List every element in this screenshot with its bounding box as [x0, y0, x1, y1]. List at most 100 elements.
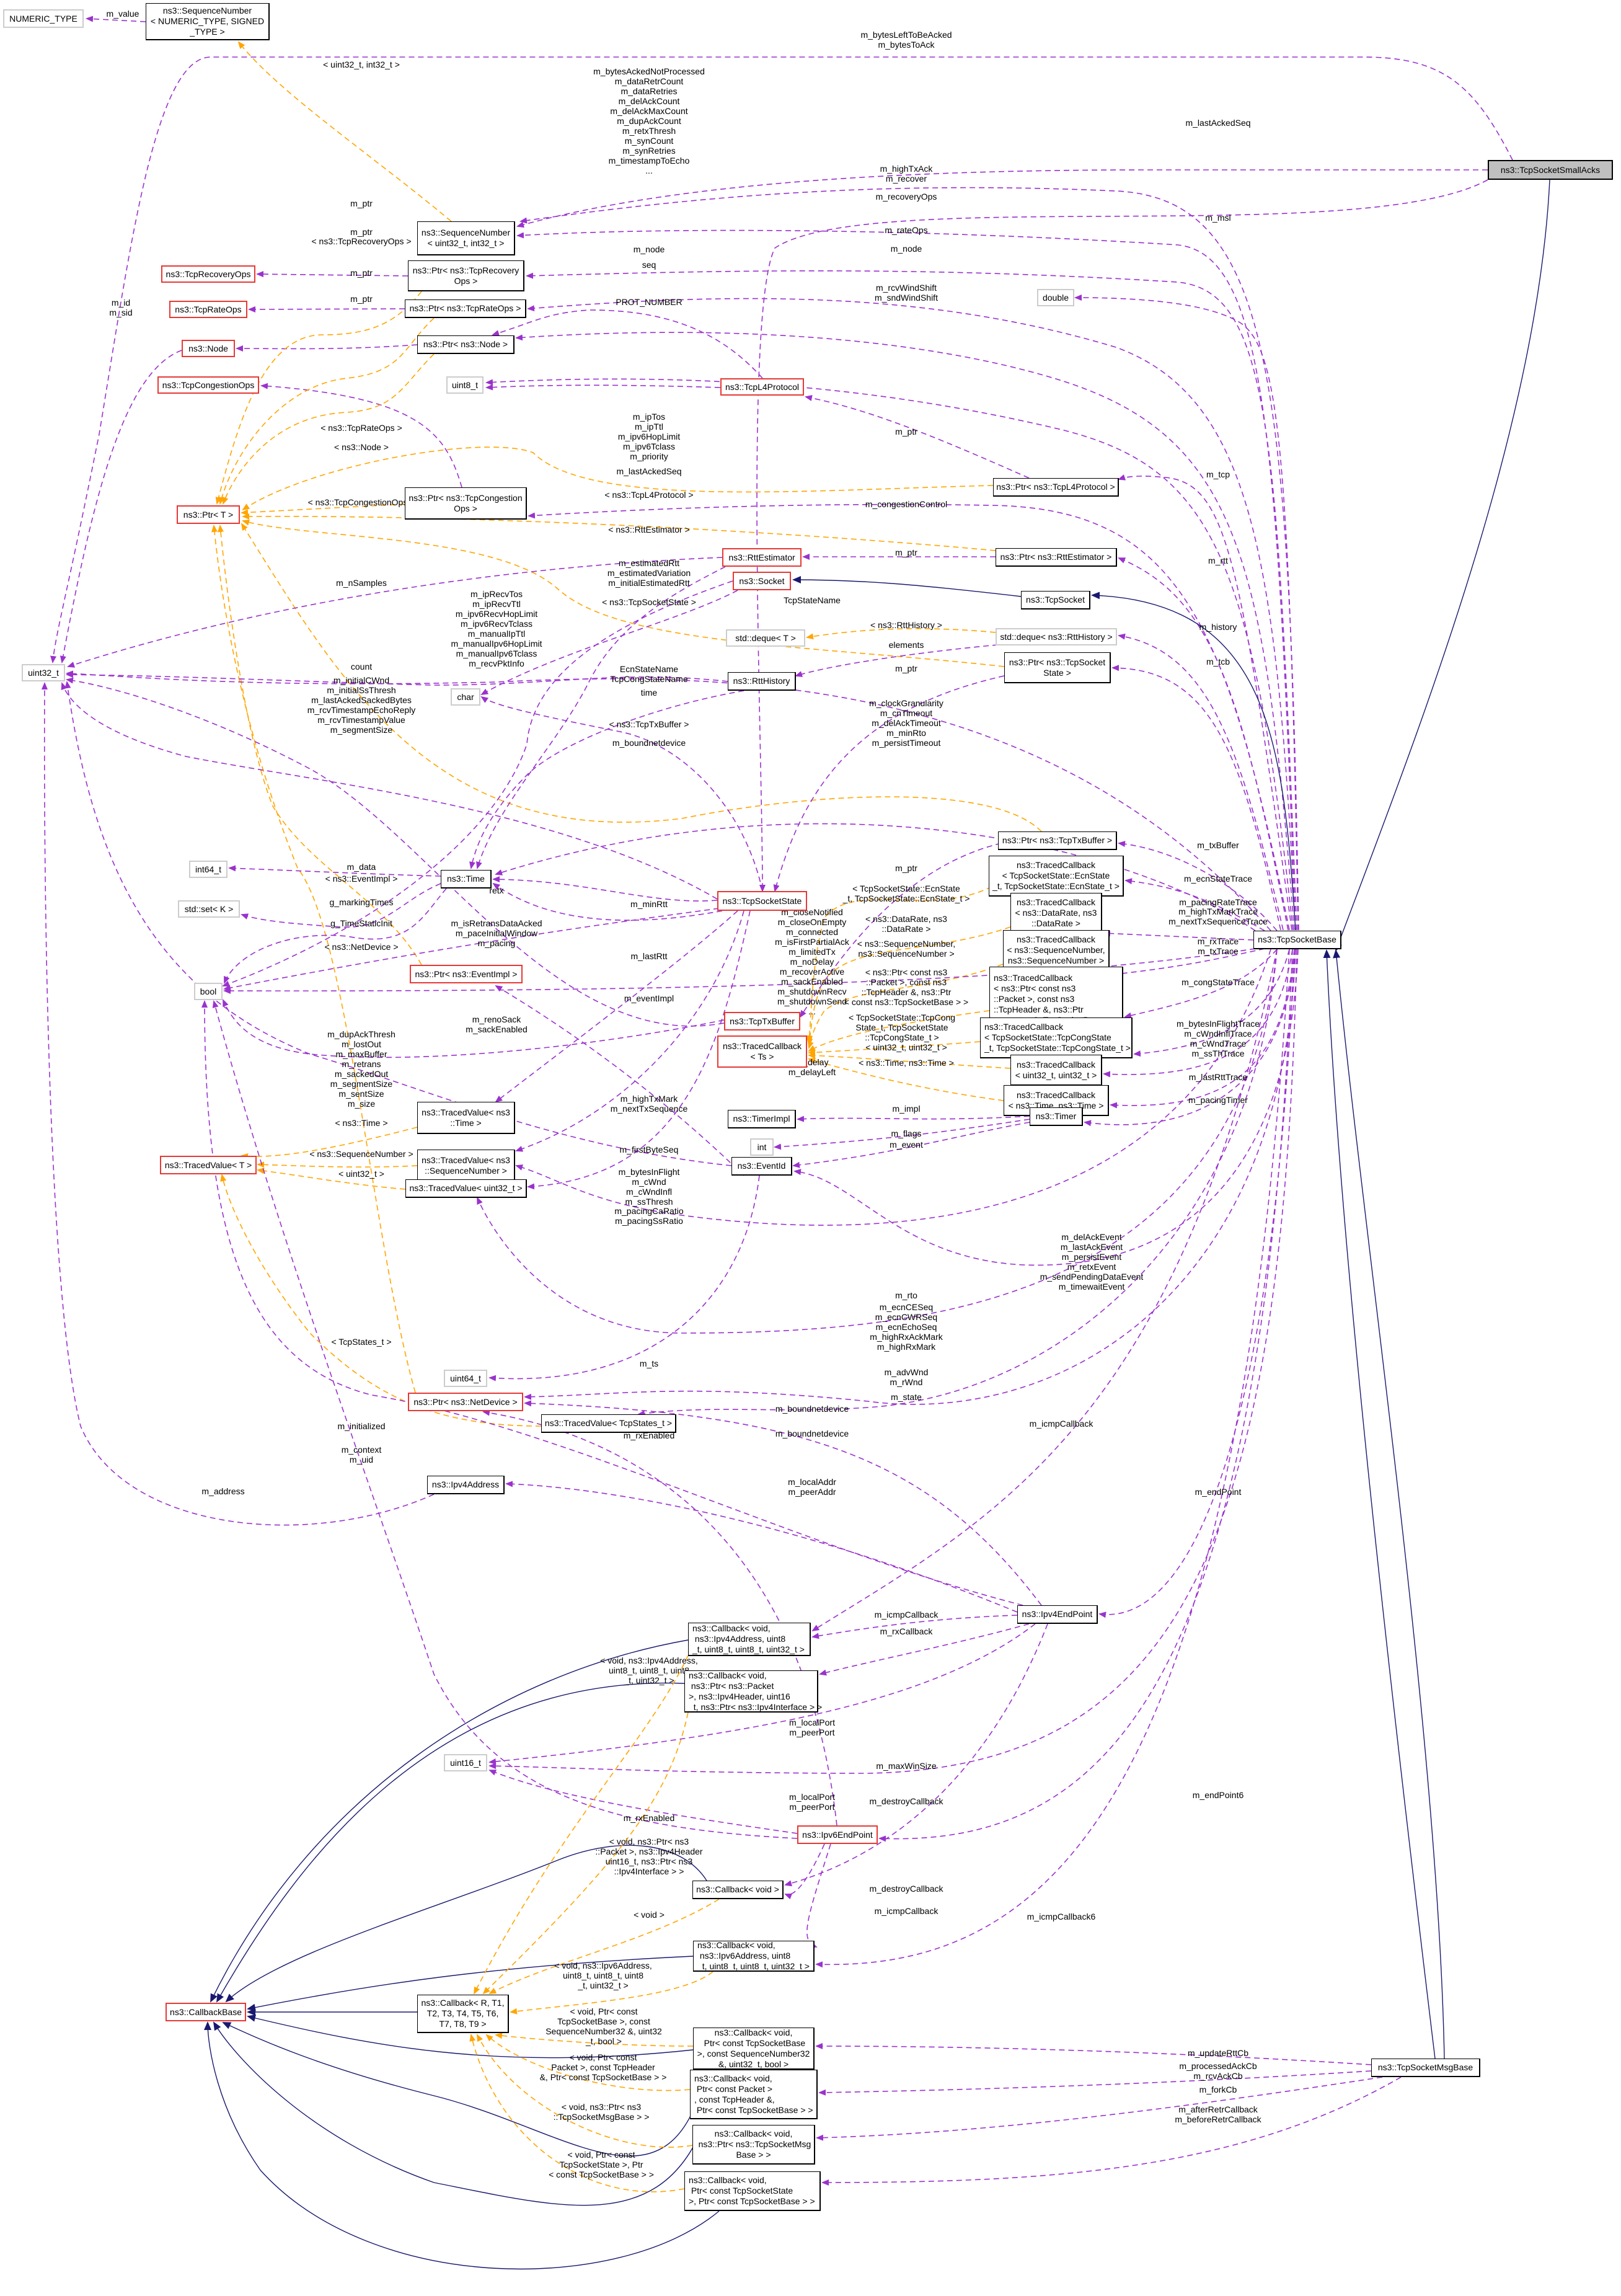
- class-node-ptrrtt[interactable]: ns3::Ptr< ns3::RttEstimator >: [996, 548, 1117, 567]
- class-node-smallacks[interactable]: ns3::TcpSocketSmallAcks: [1488, 160, 1613, 180]
- edge-template-TCuint32-to-TracedCallbackTs: [808, 1052, 1011, 1069]
- class-node-cbipv6icmp[interactable]: ns3::Callback< void, ns3::Ipv6Address, u…: [693, 1940, 815, 1972]
- class-node-tcpsocketstate[interactable]: ns3::TcpSocketState: [717, 891, 807, 911]
- edge-member-TcpSocketMsgBase-to-CbRtt: [815, 2043, 1372, 2065]
- class-node-tcpcongestionops[interactable]: ns3::TcpCongestionOps: [157, 376, 259, 394]
- class-node-tracedvaluet[interactable]: ns3::TracedValue< T >: [160, 1156, 257, 1174]
- edge-label: < void, Ptr< const TcpSocketBase >, cons…: [545, 2006, 662, 2046]
- class-node-tcpl4protocol[interactable]: ns3::TcpL4Protocol: [720, 378, 804, 396]
- class-node-ipv4address[interactable]: ns3::Ipv4Address: [427, 1476, 505, 1494]
- class-node-tvuint32[interactable]: ns3::TracedValue< uint32_t >: [405, 1179, 527, 1198]
- class-node-label: int64_t: [195, 864, 222, 874]
- class-node-eventid[interactable]: ns3::EventId: [731, 1157, 792, 1176]
- class-node-cbstate[interactable]: ns3::Callback< void, Ptr< const TcpSocke…: [684, 2171, 821, 2211]
- edge-label: m_bytesInFlightTrace m_cWndInflTrace m_c…: [1176, 1019, 1260, 1058]
- edge-member-SmallAcks-to-TcpSocketState: [756, 179, 1488, 892]
- class-node-ptrrecovery[interactable]: ns3::Ptr< ns3::TcpRecovery Ops >: [408, 260, 524, 291]
- class-node-timer[interactable]: ns3::Timer: [1030, 1107, 1083, 1126]
- class-node-ptrl4[interactable]: ns3::Ptr< ns3::TcpL4Protocol >: [993, 478, 1119, 497]
- class-node-cbipv4rx[interactable]: ns3::Callback< void, ns3::Ptr< ns3::Pack…: [684, 1670, 822, 1713]
- edge-label: m_ptr: [350, 294, 373, 304]
- class-node-ptrt[interactable]: ns3::Ptr< T >: [177, 505, 240, 524]
- class-node-tcprateops[interactable]: ns3::TcpRateOps: [169, 301, 247, 318]
- class-node-ipv6endpoint[interactable]: ns3::Ipv6EndPoint: [797, 1825, 878, 1844]
- class-node-seqnum32[interactable]: ns3::SequenceNumber < uint32_t, int32_t …: [417, 221, 515, 255]
- edge-label: g_markingTimes: [329, 897, 394, 907]
- edge-label: m_icmpCallback: [874, 1610, 939, 1620]
- class-node-label: ns3::TcpCongestionOps: [162, 379, 255, 390]
- class-node-ptrcongestion[interactable]: ns3::Ptr< ns3::TcpCongestion Ops >: [405, 487, 527, 520]
- class-node-label: uint64_t: [450, 1373, 481, 1383]
- class-node-label: ns3::TracedCallback < uint32_t, uint32_t…: [1015, 1059, 1097, 1080]
- class-node-tcpsocketbase[interactable]: ns3::TcpSocketBase: [1253, 931, 1341, 949]
- edge-label: m_impl: [892, 1104, 921, 1114]
- edge-label: m_localPort m_peerPort: [789, 1718, 835, 1737]
- class-node-label: ns3::Node: [188, 343, 228, 353]
- edge-member-TcpSocketBase-to-CbIpv6Icmp: [815, 949, 1290, 1968]
- class-node-cbipv4icmp[interactable]: ns3::Callback< void, ns3::Ipv4Address, u…: [688, 1623, 811, 1656]
- class-node-ptrnetdevice[interactable]: ns3::Ptr< ns3::NetDevice >: [408, 1393, 523, 1411]
- edge-label: m_pacingCaRatio m_pacingSsRatio: [614, 1206, 684, 1226]
- edge-member-Ipv4EndPoint-to-uint16: [488, 1623, 1036, 1765]
- class-node-socket[interactable]: ns3::Socket: [733, 572, 791, 590]
- edge-template-CbIpv6Icmp-to-CallbackGeneric: [510, 1971, 713, 2015]
- class-node-tracedcallbackts[interactable]: ns3::TracedCallback < Ts >: [717, 1035, 807, 1068]
- class-node-rtthistory[interactable]: ns3::RttHistory: [728, 672, 796, 691]
- edge-member-TcpSocketBase-to-TCEcn: [1124, 878, 1265, 931]
- class-node-tcseq[interactable]: ns3::TracedCallback < ns3::SequenceNumbe…: [1003, 930, 1110, 971]
- class-node-cbpacket[interactable]: ns3::Callback< void, Ptr< const Packet >…: [690, 2070, 818, 2119]
- class-node-tcptxbuffer[interactable]: ns3::TcpTxBuffer: [724, 1012, 800, 1031]
- class-node-tvseq[interactable]: ns3::TracedValue< ns3 ::SequenceNumber >: [417, 1150, 515, 1182]
- edge-member-Ipv4EndPoint-to-PtrNetDevice: [524, 1400, 1042, 1606]
- class-node-callbackbase[interactable]: ns3::CallbackBase: [166, 2003, 246, 2021]
- class-node-label: std::deque< T >: [735, 632, 796, 643]
- edge-label: m_ptr: [895, 427, 917, 437]
- class-node-ptrnode[interactable]: ns3::Ptr< ns3::Node >: [417, 335, 515, 354]
- class-node-tcuint32[interactable]: ns3::TracedCallback < uint32_t, uint32_t…: [1010, 1055, 1102, 1086]
- edge-label: m_ecnStateTrace: [1184, 874, 1252, 884]
- edge-label: m_ptr: [895, 547, 917, 557]
- edge-inherit-CbIpv4Icmp-to-CallbackBase: [210, 1639, 689, 2003]
- class-node-cbrtt[interactable]: ns3::Callback< void, Ptr< const TcpSocke…: [693, 2028, 815, 2070]
- edge-label: m_node: [890, 244, 922, 254]
- edge-label: m_afterRetrCallback m_beforeRetrCallback: [1175, 2104, 1261, 2124]
- class-node-tctime[interactable]: ns3::TracedCallback < ns3::Time, ns3::Ti…: [1004, 1085, 1109, 1116]
- class-node-ptreventimpl[interactable]: ns3::Ptr< ns3::EventImpl >: [410, 965, 523, 983]
- class-node-tvstates[interactable]: ns3::TracedValue< TcpStates_t >: [541, 1414, 676, 1433]
- class-node-label: uint32_t: [28, 667, 59, 678]
- class-node-label: ns3::Ptr< ns3::NetDevice >: [413, 1396, 518, 1407]
- class-node-cbvoid[interactable]: ns3::Callback< void >: [692, 1881, 784, 1899]
- class-node-tcpsocketmsgbase[interactable]: ns3::TcpSocketMsgBase: [1371, 2059, 1480, 2077]
- class-node-node[interactable]: ns3::Node: [182, 340, 235, 357]
- class-node-cbmsg[interactable]: ns3::Callback< void, ns3::Ptr< ns3::TcpS…: [692, 2125, 815, 2165]
- class-node-seqnumt[interactable]: ns3::SequenceNumber < NUMERIC_TYPE, SIGN…: [146, 3, 270, 40]
- class-node-ptrtxbuffer[interactable]: ns3::Ptr< ns3::TcpTxBuffer >: [998, 831, 1117, 850]
- edge-label: m_pacingRateTrace: [1179, 897, 1257, 907]
- edge-label: m_lastRttTrace: [1188, 1072, 1248, 1082]
- class-node-uint64: uint64_t: [444, 1370, 487, 1387]
- class-node-ptrrateops[interactable]: ns3::Ptr< ns3::TcpRateOps >: [405, 299, 526, 318]
- edge-label: elements: [888, 640, 924, 650]
- edge-label: < void, Ptr< const TcpSocketState >, Ptr…: [549, 2150, 654, 2179]
- edge-label: m_bytesInFlight m_cWnd m_cWndInfl m_ssTh…: [618, 1167, 680, 1207]
- edge-label: m_ipTos m_ipTtl m_ipv6HopLimit m_ipv6Tcl…: [617, 412, 681, 461]
- class-node-ipv4endpoint[interactable]: ns3::Ipv4EndPoint: [1017, 1605, 1098, 1624]
- edge-label: m_state: [891, 1392, 922, 1402]
- class-node-timerimpl[interactable]: ns3::TimerImpl: [728, 1110, 796, 1128]
- edge-template-TCEcn-to-TracedCallbackTs: [806, 886, 992, 1043]
- class-node-tcpsocket[interactable]: ns3::TcpSocket: [1021, 591, 1090, 609]
- class-node-tccong[interactable]: ns3::TracedCallback < TcpSocketState::Tc…: [980, 1017, 1133, 1058]
- class-node-tcdatarate[interactable]: ns3::TracedCallback < ns3::DataRate, ns3…: [1010, 893, 1102, 934]
- edge-label: < ns3::TcpCongestionOps >: [307, 497, 415, 507]
- class-node-label: std::set< K >: [184, 903, 234, 914]
- class-node-rttestimator[interactable]: ns3::RttEstimator: [722, 548, 802, 567]
- class-node-tvtime[interactable]: ns3::TracedValue< ns3 ::Time >: [417, 1102, 515, 1134]
- class-node-callbackgeneric[interactable]: ns3::Callback< R, T1, T2, T3, T4, T5, T6…: [417, 1995, 509, 2033]
- class-node-label: ns3::CallbackBase: [170, 2006, 242, 2017]
- edge-member-TcpSocketState-to-uint32: [61, 682, 718, 900]
- class-node-tcecn[interactable]: ns3::TracedCallback < TcpSocketState::Ec…: [989, 856, 1124, 897]
- class-node-ptrtcb[interactable]: ns3::Ptr< ns3::TcpSocket State >: [1004, 652, 1111, 683]
- class-node-tcprecoveryops[interactable]: ns3::TcpRecoveryOps: [161, 265, 255, 283]
- class-node-label: ns3::Ipv6EndPoint: [802, 1829, 873, 1840]
- class-node-time[interactable]: ns3::Time: [441, 870, 492, 889]
